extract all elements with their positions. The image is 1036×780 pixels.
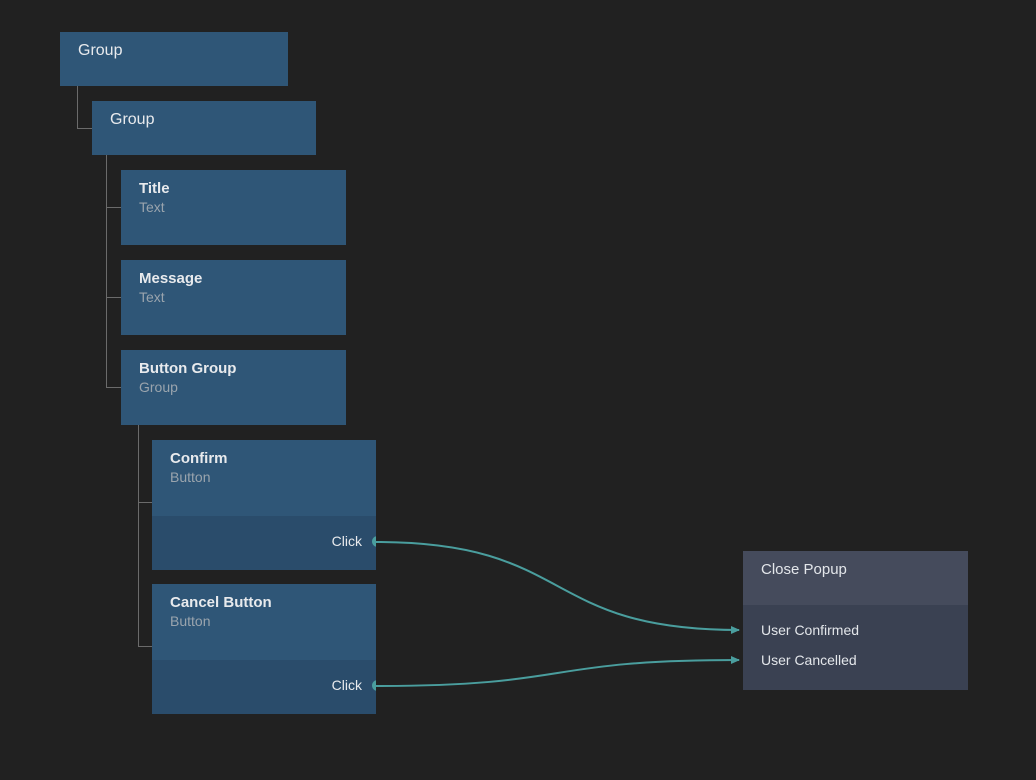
node-title: Group	[110, 111, 155, 128]
node-title: Cancel Button	[170, 594, 272, 611]
output-port-label: Click	[331, 533, 362, 549]
tree-connector-stub	[138, 502, 152, 503]
tree-connector-vertical	[77, 86, 78, 128]
node-title: Title	[139, 180, 170, 197]
tree-connector-vertical	[106, 155, 107, 387]
node-header: Group	[92, 101, 316, 155]
output-port-label: Click	[331, 677, 362, 693]
node-subtitle: Button	[170, 469, 211, 485]
output-port-dot-icon[interactable]	[372, 535, 376, 547]
node-subtitle: Group	[139, 379, 178, 395]
edge-confirm-to-user-confirmed[interactable]	[375, 541, 740, 634]
output-port-dot-icon[interactable]	[372, 679, 376, 691]
edge-cancel-to-user-cancelled[interactable]	[375, 656, 740, 687]
node-body	[743, 605, 968, 690]
graph-node-child-group[interactable]: Group	[92, 101, 316, 155]
node-title: Confirm	[170, 450, 228, 467]
tree-connector-vertical	[138, 425, 139, 646]
graph-node-root-group[interactable]: Group	[60, 32, 288, 86]
tree-connector-stub	[106, 387, 121, 388]
node-body	[152, 660, 376, 714]
node-header: Group	[60, 32, 288, 86]
input-port-label: User Cancelled	[761, 652, 857, 668]
node-header: Close Popup	[743, 551, 968, 605]
node-title: Message	[139, 270, 203, 287]
node-subtitle: Text	[139, 199, 165, 215]
output-port-click[interactable]: Click	[332, 531, 376, 551]
tree-connector-stub	[106, 297, 121, 298]
tree-connector-stub	[77, 128, 92, 129]
input-port-user-confirmed[interactable]: User Confirmed	[761, 620, 859, 640]
node-body	[152, 516, 376, 570]
tree-connector-stub	[106, 207, 121, 208]
node-subtitle: Text	[139, 289, 165, 305]
tree-connector-stub	[138, 646, 152, 647]
output-port-click[interactable]: Click	[332, 675, 376, 695]
node-title: Close Popup	[761, 561, 847, 578]
node-title: Group	[78, 42, 123, 59]
input-port-user-cancelled[interactable]: User Cancelled	[761, 650, 857, 670]
input-port-label: User Confirmed	[761, 622, 860, 638]
node-subtitle: Button	[170, 613, 211, 629]
node-title: Button Group	[139, 360, 237, 377]
